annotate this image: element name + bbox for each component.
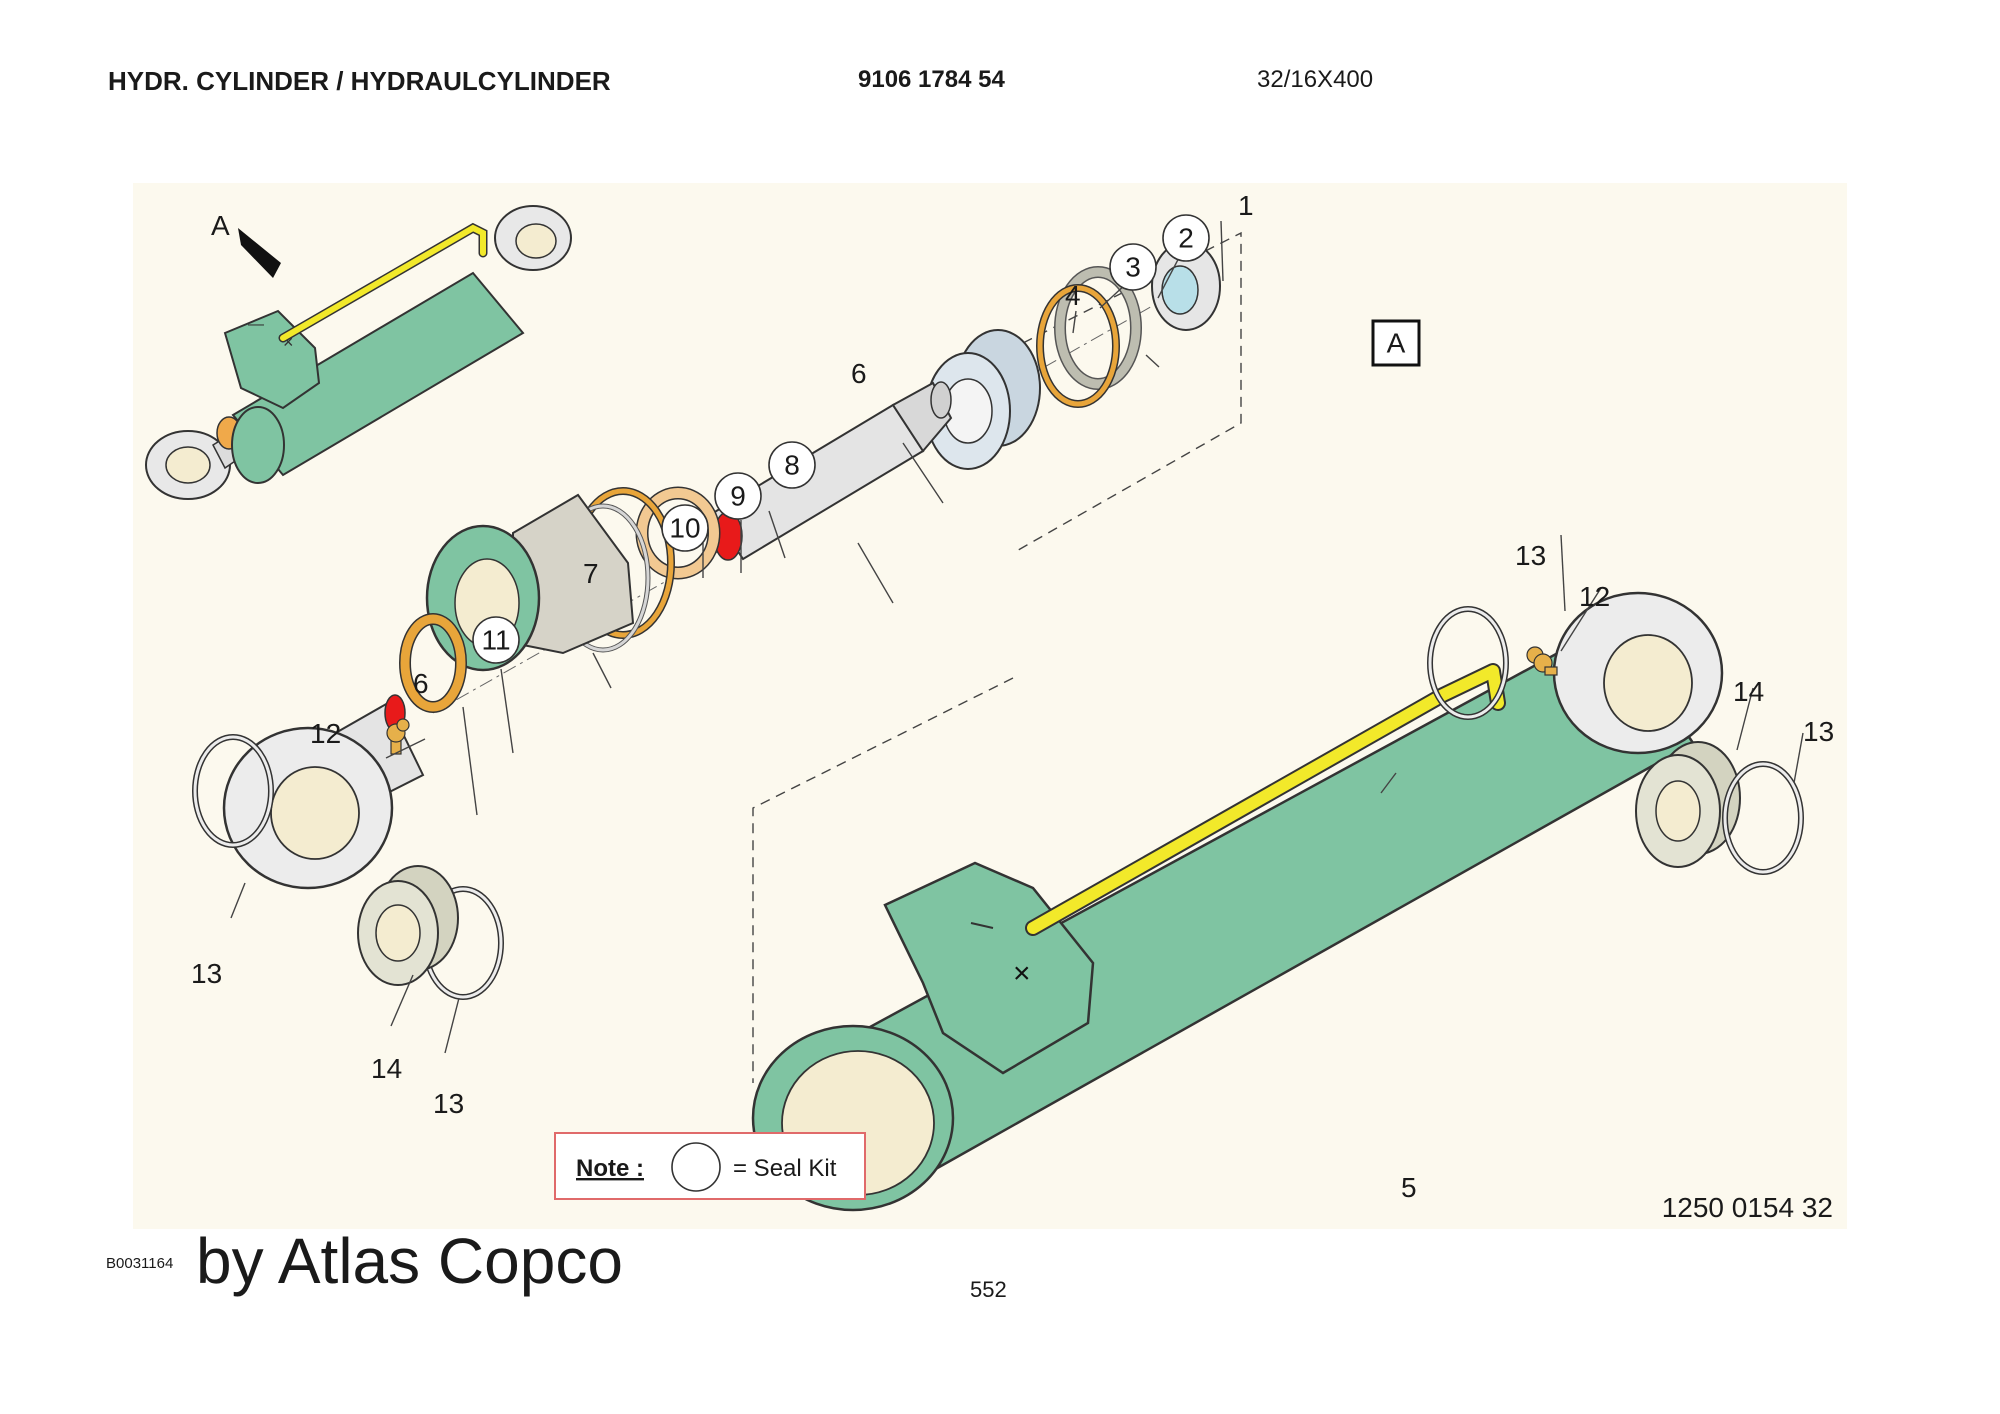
svg-text:×: × [1013, 957, 1031, 990]
seal-kit-note: Note : = Seal Kit [554, 1132, 866, 1200]
cylinder-eye [1552, 591, 1724, 755]
part-2-ring [1054, 266, 1142, 390]
document-code: B0031164 [106, 1255, 174, 1272]
part-6-rod-upper [711, 381, 953, 561]
callout-10-circle [661, 504, 709, 552]
callout-8: 8 [784, 450, 800, 481]
callout-12-right: 12 [1579, 581, 1610, 612]
part-5-barrel: × [751, 614, 1695, 1212]
callout-13-left-2: 13 [433, 1088, 464, 1119]
rod-eye [222, 726, 394, 890]
callout-3: 3 [1125, 252, 1141, 283]
grease-nipple-left [386, 718, 410, 755]
drawing-number: 1250 0154 32 [1662, 1192, 1833, 1223]
callout-13-left-1: 13 [191, 958, 222, 989]
callout-1: 1 [1238, 190, 1254, 221]
callout-8-circle [768, 441, 816, 489]
brand-text: by Atlas Copco [196, 1225, 623, 1297]
overview-cylinder: — × [145, 205, 572, 500]
view-a-box-label: A [1387, 328, 1406, 359]
callout-6-upper: 6 [851, 358, 867, 389]
callout-3-circle [1109, 243, 1157, 291]
callout-9-circle [714, 472, 762, 520]
document-title: HYDR. CYLINDER / HYDRAULCYLINDER [108, 66, 611, 96]
detail-outline-lower [752, 677, 1014, 1083]
page-number: 552 [970, 1277, 1007, 1302]
part-4-piston [925, 329, 1041, 470]
grease-nipple-right [1526, 646, 1558, 676]
exploded-view-drawing: — × A A [133, 183, 1847, 1229]
callout-7: 7 [583, 558, 599, 589]
svg-text:—: — [248, 316, 264, 333]
seal-kit-symbol [671, 1142, 721, 1192]
callout-13-right-1: 13 [1515, 540, 1546, 571]
callout-2: 2 [1178, 223, 1194, 254]
note-label: Note : [576, 1155, 644, 1182]
callout-11: 11 [481, 625, 510, 656]
callout-13-right-2: 13 [1803, 716, 1834, 747]
part-number: 9106 1784 54 [858, 66, 1005, 93]
bearing-left [357, 865, 459, 986]
bearing-right [1635, 741, 1741, 868]
svg-text:×: × [283, 332, 294, 352]
callout-10: 10 [669, 513, 700, 544]
callout-5: 5 [1401, 1172, 1417, 1203]
view-a-label: A [211, 210, 230, 241]
note-text: = Seal Kit [733, 1155, 837, 1182]
cylinder-spec: 32/16X400 [1257, 66, 1374, 93]
view-a-box [1371, 319, 1421, 367]
callout-9: 9 [730, 481, 746, 512]
callout-14-left: 14 [371, 1053, 402, 1084]
callout-14-right: 14 [1733, 676, 1764, 707]
callout-6-lower: 6 [413, 668, 429, 699]
callout-11-circle [472, 616, 520, 664]
callout-4: 4 [1065, 280, 1081, 311]
callout-12-left: 12 [310, 718, 341, 749]
callout-2-circle [1162, 214, 1210, 262]
